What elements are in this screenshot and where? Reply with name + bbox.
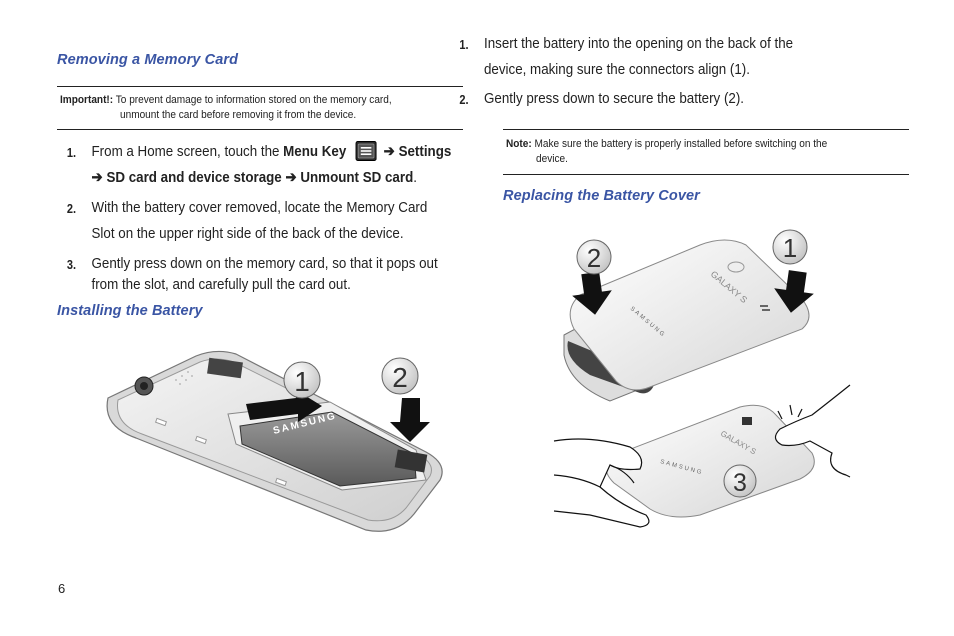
step-text: Gently press down to secure the battery … — [484, 90, 744, 107]
divider — [503, 174, 909, 175]
step-text: From a Home screen, touch the — [91, 143, 284, 160]
section-heading-replacing-battery-cover: Replacing the Battery Cover — [503, 188, 700, 204]
step-text: With the battery cover removed, locate t… — [91, 199, 428, 216]
menu-key-label: Menu Key — [283, 143, 347, 160]
note-label: Note: — [506, 138, 532, 150]
divider — [503, 129, 909, 130]
step-text: device, making sure the connectors align… — [484, 61, 750, 78]
arrow-down-icon — [390, 398, 430, 442]
battery: SAMSUNG — [227, 401, 428, 491]
hand-left — [553, 438, 650, 528]
phone-with-cover-top: SAMSUNG GALAXY S — [563, 239, 810, 402]
divider — [57, 129, 463, 130]
right-step-1: 1. Insert the battery into the opening o… — [0, 31, 793, 78]
left-step-3: 3. Gently press down on the memory card,… — [0, 251, 438, 293]
section-heading-removing-memory-card: Removing a Memory Card — [57, 52, 239, 68]
step-text: Slot on the upper right side of the back… — [91, 225, 404, 242]
note-text-line2: device. — [536, 153, 568, 165]
note-box: Note: Make sure the battery is properly … — [506, 137, 827, 152]
note-text-line1: Make sure the battery is properly instal… — [534, 138, 828, 150]
right-step-2: 2. Gently press down to secure the batte… — [0, 86, 744, 107]
step-number: 3. — [66, 258, 77, 272]
step-text: Gently press down on the memory card, so… — [91, 255, 438, 272]
svg-text:2: 2 — [587, 243, 601, 273]
important-text-line2: unmount the card before removing it from… — [120, 109, 357, 121]
step-text: Insert the battery into the opening on t… — [484, 35, 794, 52]
battery-install-illustration: SAMSUNG 1 2 — [106, 350, 443, 532]
important-note: Important!: To prevent damage to informa… — [60, 93, 456, 108]
svg-text:1: 1 — [294, 366, 310, 397]
step-number: 1. — [459, 38, 469, 52]
svg-text:3: 3 — [733, 469, 747, 497]
step-badge-1: 1 — [772, 229, 808, 265]
svg-text:1: 1 — [783, 233, 797, 263]
battery-cover-illustration: SAMSUNG GALAXY S 2 1 SAMSUNG GALAXY S 3 — [553, 229, 851, 528]
important-label: Important!: — [60, 94, 114, 106]
step-number: 1. — [66, 146, 77, 160]
step-number: 2. — [459, 93, 469, 107]
divider — [57, 86, 463, 87]
arrow-down-icon — [774, 270, 814, 313]
arrow-down-icon — [572, 271, 612, 315]
step-text: from the slot, and carefully pull the ca… — [91, 276, 351, 293]
step-badge-1: 1 — [283, 361, 321, 399]
section-heading-installing-battery: Installing the Battery — [57, 303, 203, 319]
hand-right — [774, 384, 851, 478]
svg-text:2: 2 — [392, 362, 408, 393]
step-badge-3: 3 — [723, 464, 757, 498]
phone-with-cover-bottom: SAMSUNG GALAXY S — [605, 404, 815, 518]
menu-key-icon — [355, 140, 377, 161]
settings-path: ➔ Settings — [379, 143, 452, 160]
important-text-line1: To prevent damage to information stored … — [115, 94, 392, 106]
left-step-1: 1. From a Home screen, touch the Menu Ke… — [0, 139, 451, 186]
left-step-2: 2. With the battery cover removed, locat… — [0, 195, 427, 242]
page-number: 6 — [58, 581, 66, 596]
step-number: 2. — [66, 202, 77, 216]
step-badge-2: 2 — [381, 357, 419, 395]
sd-card-path: ➔ SD card and device storage ➔ Unmount S… — [91, 169, 414, 186]
step-badge-2: 2 — [576, 239, 612, 275]
